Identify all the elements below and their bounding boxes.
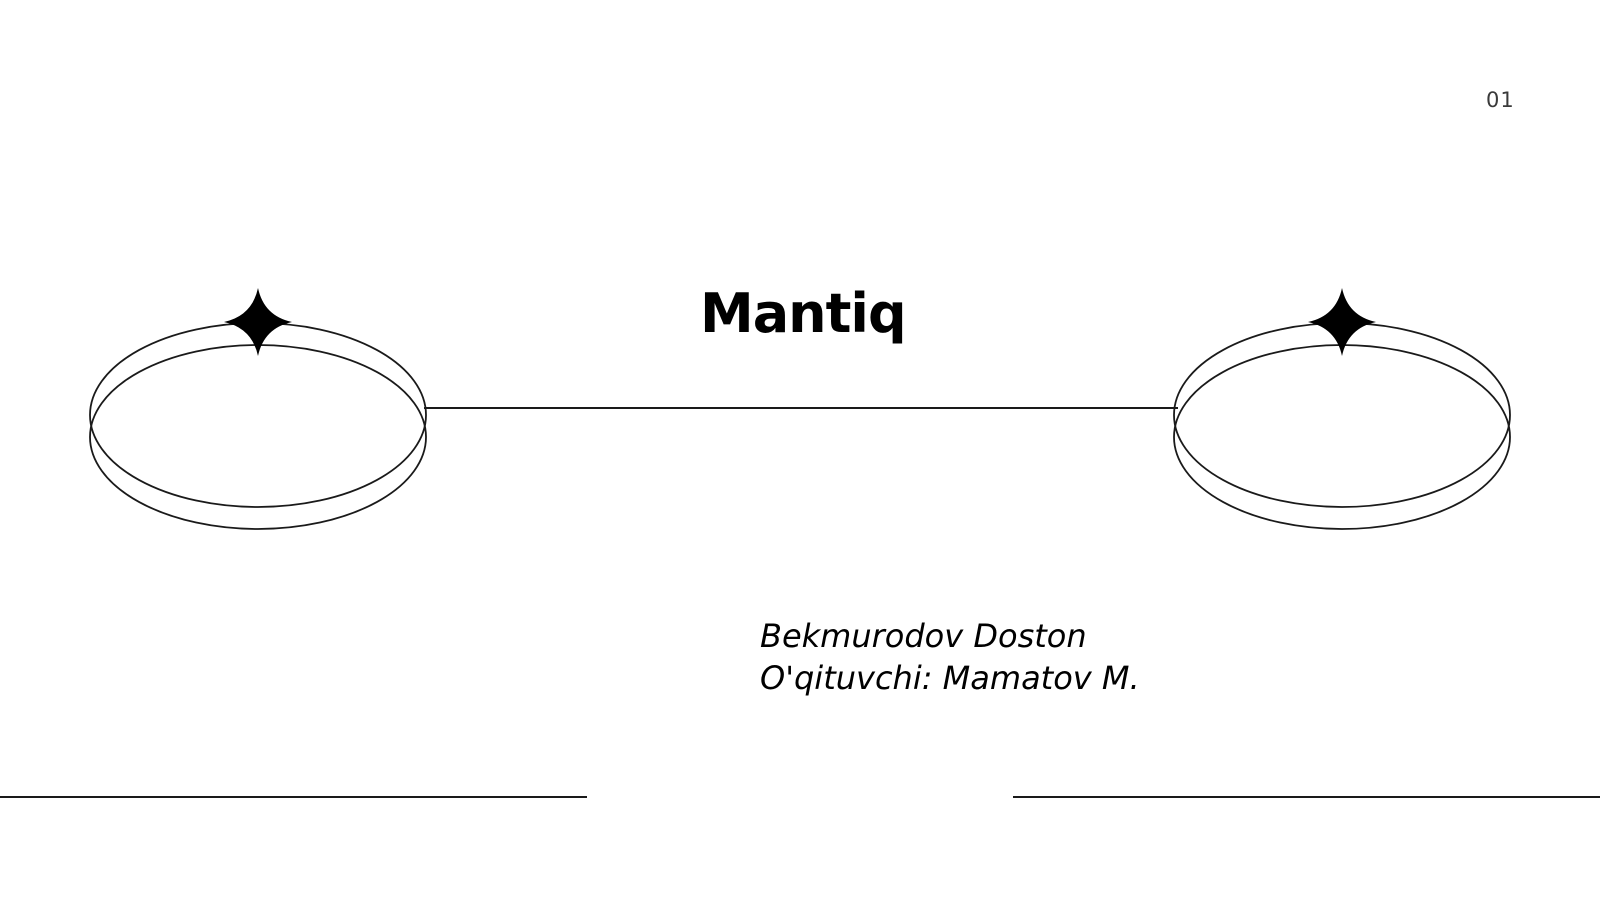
slide-subtitle: Bekmurodov Doston O'qituvchi: Mamatov M. [760,615,1140,699]
right-ring-icon [1173,288,1511,530]
left-star-icon [224,288,292,356]
author-name: Bekmurodov Doston [760,617,1087,655]
slide-title: Mantiq [700,282,907,345]
right-star-icon [1308,288,1376,356]
left-ring-icon [89,288,427,530]
teacher-name: O'qituvchi: Mamatov M. [760,659,1140,697]
page-number: 01 [1486,88,1515,112]
